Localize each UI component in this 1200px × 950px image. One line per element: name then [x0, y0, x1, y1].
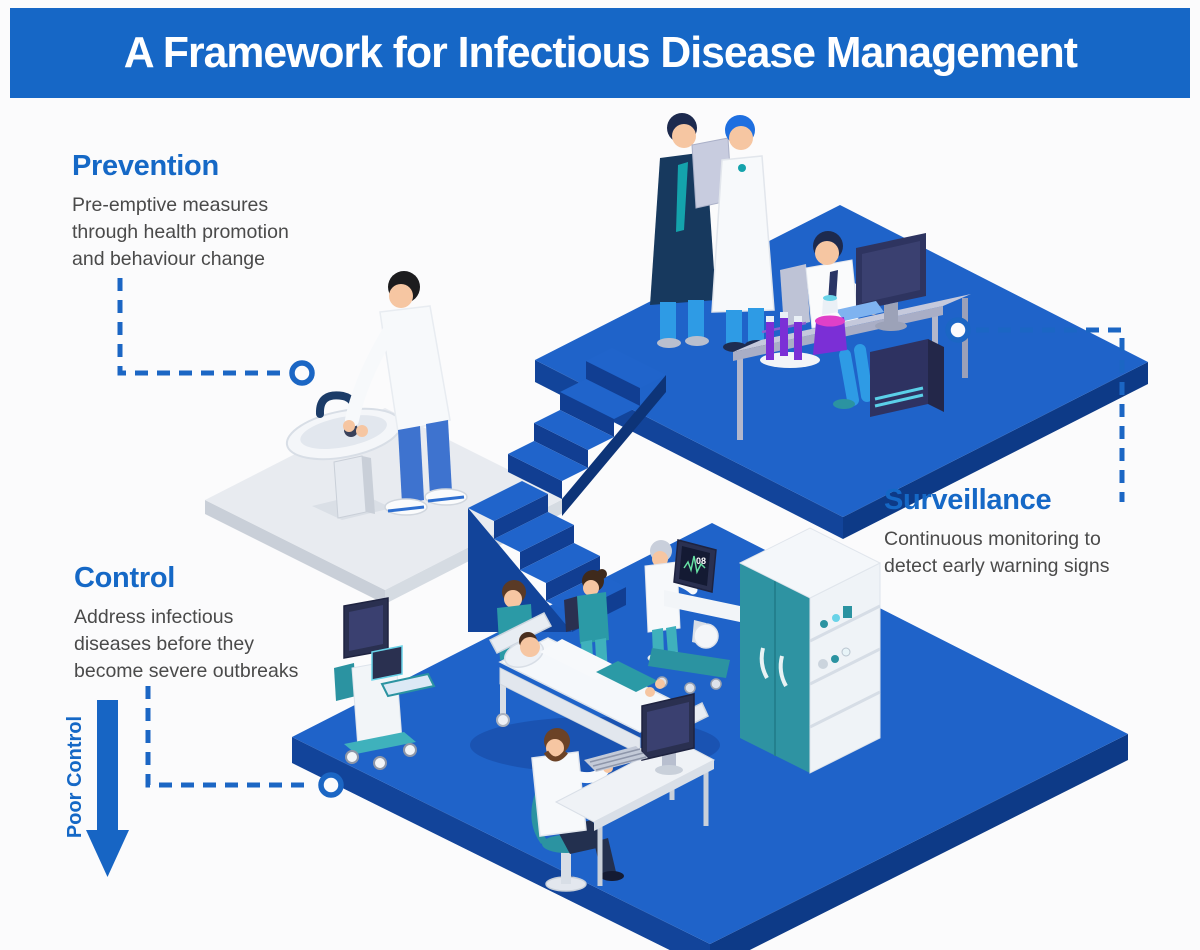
dashed-connector-control	[145, 686, 312, 788]
poor-control-label: Poor Control	[64, 715, 86, 839]
surveillance-description-line: detect early warning signs	[884, 555, 1110, 577]
lab-team-illustration	[650, 113, 971, 440]
control-description-line: Address infectious	[74, 606, 234, 628]
surveillance-heading: Surveillance	[884, 484, 1052, 516]
page-title: A Framework for Infectious Disease Manag…	[123, 28, 1077, 77]
sink-pedestal-side	[362, 456, 375, 514]
section-control: Control Address infectious diseases befo…	[74, 562, 298, 685]
ecg-machine: 08	[648, 539, 740, 694]
dashed-connector-prevention	[117, 278, 284, 376]
hospital-ward-illustration: 08	[334, 527, 882, 892]
connector-ring-surveillance	[945, 317, 971, 343]
section-prevention: Prevention Pre-emptive measures through …	[72, 150, 289, 273]
connectors	[117, 278, 1125, 788]
sink-basin	[285, 407, 403, 461]
monitor-cart	[334, 597, 436, 770]
handwashing-illustration	[285, 271, 468, 520]
control-platform	[292, 523, 1128, 950]
man-washing-hands	[343, 271, 468, 516]
header-banner: A Framework for Infectious Disease Manag…	[10, 8, 1190, 98]
sink-pedestal	[333, 455, 367, 519]
lab-keyboard	[836, 301, 884, 321]
researcher-white-coat	[711, 115, 775, 352]
control-description-line: become severe outbreaks	[74, 660, 299, 682]
section-surveillance: Surveillance Continuous monitoring to de…	[884, 484, 1109, 580]
patient	[519, 632, 665, 697]
desk-monitor	[641, 693, 695, 775]
supply-cabinet	[738, 527, 882, 774]
computer-tower	[870, 339, 944, 417]
ecg-reading: 08	[696, 556, 706, 566]
connector-ring-control	[318, 772, 344, 798]
stairs-upper	[508, 348, 666, 516]
lab-flasks	[760, 295, 847, 368]
records-desk	[531, 693, 716, 892]
poor-control-arrow-icon	[86, 700, 129, 877]
connector-ring-prevention	[289, 360, 315, 386]
desk-keyboard	[584, 746, 648, 772]
prevention-heading: Prevention	[72, 150, 219, 182]
control-description-line: diseases before they	[74, 633, 254, 655]
control-heading: Control	[74, 562, 175, 594]
dashed-connector-surveillance	[976, 327, 1125, 502]
surveillance-description-line: Continuous monitoring to	[884, 528, 1101, 550]
seated-doctor	[531, 728, 624, 881]
prevention-description-line: Pre-emptive measures	[72, 194, 269, 216]
prevention-description-line: through health promotion	[72, 221, 289, 243]
lab-monitor	[856, 233, 926, 331]
prevention-description-line: and behaviour change	[72, 248, 265, 270]
ecg-station: 08	[644, 539, 740, 694]
